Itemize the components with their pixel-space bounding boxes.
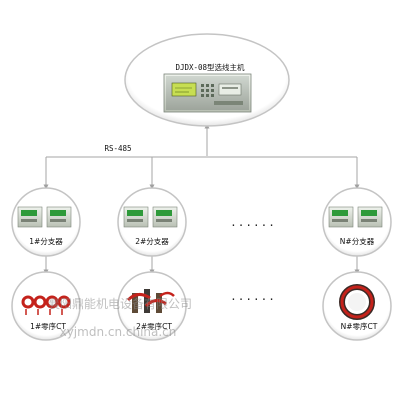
host-printer-slot — [218, 83, 242, 96]
splitter-label-2: 2#分支器 — [135, 236, 169, 246]
splitter-device-2 — [123, 206, 178, 228]
ct-device-2 — [126, 289, 175, 313]
ct-device-n — [339, 284, 375, 320]
ct-label-n: N#零序CT — [341, 321, 378, 331]
rs485-label: RS-485 — [104, 144, 131, 153]
ct-ring-2 — [117, 271, 187, 341]
host-device — [163, 73, 252, 113]
host-keypad — [201, 84, 214, 97]
host-title: DJDX-08型选线主机 — [175, 62, 245, 72]
connection-lines — [43, 123, 360, 275]
ct-label-2: 2#零序CT — [136, 321, 172, 331]
ct-device-1 — [21, 295, 71, 315]
ct-node-2: 2#零序CT — [117, 271, 187, 341]
watermark-company: 襄阳鼎能机电设备有限公司 — [48, 296, 192, 311]
splitter-label-1: 1#分支器 — [29, 236, 63, 246]
splitter-label-n: N#分支器 — [340, 236, 375, 246]
ct-ring-1 — [11, 271, 81, 341]
ellipsis-cts: ...... — [230, 290, 276, 303]
splitter-node-2: 2#分支器 — [117, 187, 187, 257]
ellipsis-splitters: ...... — [230, 216, 276, 229]
splitter-device-n — [328, 206, 383, 228]
splitter-ring-1 — [11, 187, 81, 257]
splitter-node-1: 1#分支器 — [11, 187, 81, 257]
splitter-ring-n — [322, 187, 392, 257]
ct-label-1: 1#零序CT — [30, 321, 66, 331]
ct-node-n: N#零序CT — [322, 271, 392, 341]
host-lcd-screen — [171, 82, 197, 97]
splitter-device-1 — [17, 206, 72, 228]
watermark-url: xyjmdn.cn.china.cn — [60, 325, 177, 339]
ct-node-1: 1#零序CT — [11, 271, 81, 341]
host-node: DJDX-08型选线主机 — [124, 33, 290, 127]
splitter-node-n: N#分支器 — [322, 187, 392, 257]
splitter-ring-2 — [117, 187, 187, 257]
